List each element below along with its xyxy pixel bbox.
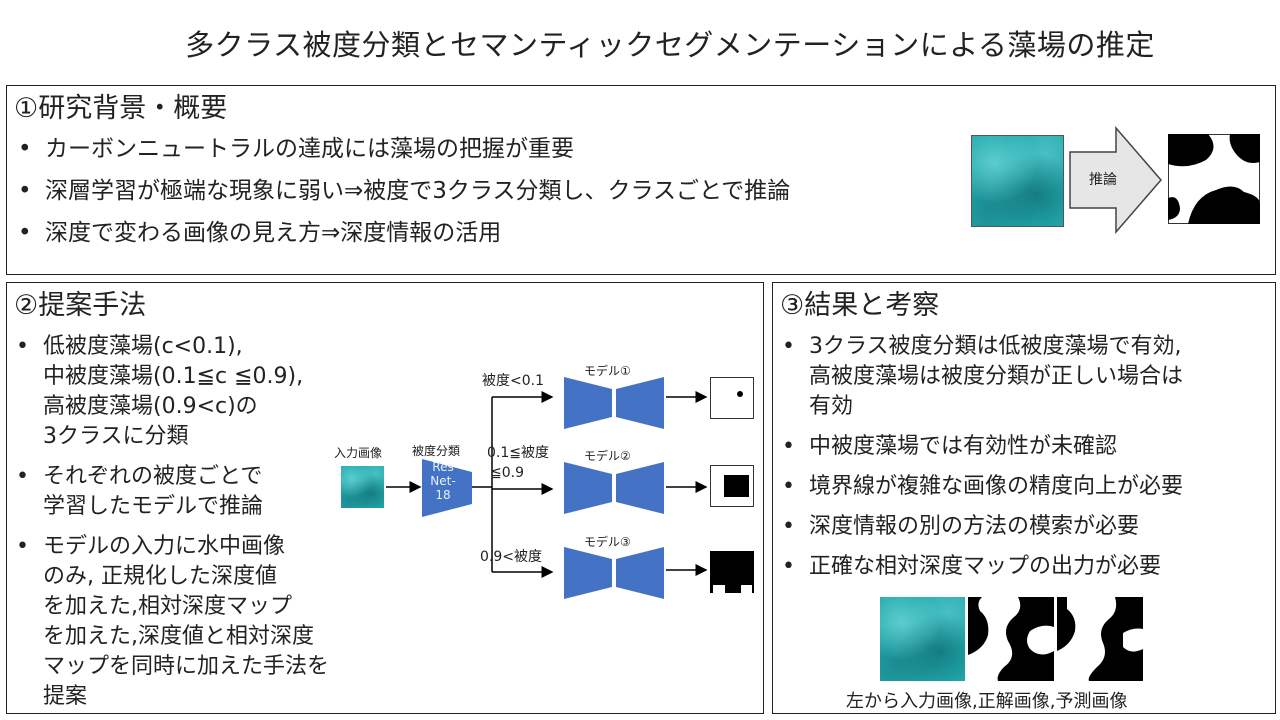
model2-label: モデル② <box>584 449 631 463</box>
section1-bullet: 深度で変わる画像の見え方⇒深度情報の活用 <box>12 218 962 248</box>
section2-bullets: 低被度藻場(c<0.1), 中被度藻場(0.1≦c ≦0.9), 高被度藻場(0… <box>10 332 350 712</box>
page-title: 多クラス被度分類とセマンティックセグメンテーションによる藻場の推定 <box>185 28 1155 62</box>
model3-label: モデル③ <box>584 535 631 549</box>
section3-bullet: 深度情報の別の方法の模索が必要 <box>776 512 1272 542</box>
section1-title: ①研究背景・概要 <box>14 93 228 124</box>
results-caption: 左から入力画像,正解画像,予測画像 <box>846 691 1128 712</box>
output-mask-low <box>710 377 754 419</box>
model1-label: モデル① <box>584 364 631 378</box>
diagram-input-image <box>341 466 384 508</box>
section2-bullet: それぞれの被度ごとで 学習したモデルで推論 <box>10 462 350 522</box>
branch2-label-line1: 0.1≦被度 <box>487 445 549 461</box>
inference-arrow <box>1069 126 1162 234</box>
model2-shape <box>564 462 664 514</box>
branch3-label: 0.9<被度 <box>480 549 542 565</box>
input-image-thumbnail <box>971 135 1064 227</box>
diagram-connectors <box>386 391 708 578</box>
output-mask-medium <box>710 465 754 507</box>
input-image-label: 入力画像 <box>334 446 383 460</box>
section-method <box>6 282 764 714</box>
result-prediction-image <box>1057 597 1143 681</box>
classifier-label: 被度分類 <box>412 444 461 458</box>
resnet-classifier-text: Res Net- 18 <box>430 460 456 502</box>
result-ground-truth-image <box>968 597 1054 681</box>
section2-bullet: 低被度藻場(c<0.1), 中被度藻場(0.1≦c ≦0.9), 高被度藻場(0… <box>10 332 350 452</box>
resnet-classifier-shape <box>422 459 472 517</box>
section3-bullet: 中被度藻場では有効性が未確認 <box>776 432 1272 462</box>
section1-bullets: カーボンニュートラルの達成には藻場の把握が重要 深層学習が極端な現象に弱い⇒被度… <box>12 134 962 248</box>
output-mask-high <box>710 551 754 593</box>
result-input-image <box>880 597 965 681</box>
model1-shape <box>564 377 664 429</box>
model3-shape <box>564 547 664 599</box>
section3-bullet: 3クラス被度分類は低被度藻場で有効, 高被度藻場は被度分類が正しい場合は 有効 <box>776 332 1272 422</box>
section1-bullet: 深層学習が極端な現象に弱い⇒被度で3クラス分類し、クラスごとで推論 <box>12 176 962 206</box>
branch2-label-line2: ≦0.9 <box>490 465 524 481</box>
section-results <box>772 282 1276 714</box>
section2-bullet: モデルの入力に水中画像 のみ, 正規化した深度値 を加えた,相対深度マップ を加… <box>10 532 350 712</box>
section3-title: ③結果と考察 <box>780 290 940 321</box>
section1-bullet: カーボンニュートラルの達成には藻場の把握が重要 <box>12 134 962 164</box>
section2-title: ②提案手法 <box>14 290 147 321</box>
section3-bullets: 3クラス被度分類は低被度藻場で有効, 高被度藻場は被度分類が正しい場合は 有効 … <box>776 332 1272 582</box>
branch1-label: 被度<0.1 <box>482 373 544 389</box>
section3-bullet: 境界線が複雑な画像の精度向上が必要 <box>776 472 1272 502</box>
section-background <box>6 85 1276 275</box>
inference-arrow-label: 推論 <box>1089 172 1117 188</box>
mask-image-thumbnail <box>1168 134 1260 224</box>
section3-bullet: 正確な相対深度マップの出力が必要 <box>776 552 1272 582</box>
